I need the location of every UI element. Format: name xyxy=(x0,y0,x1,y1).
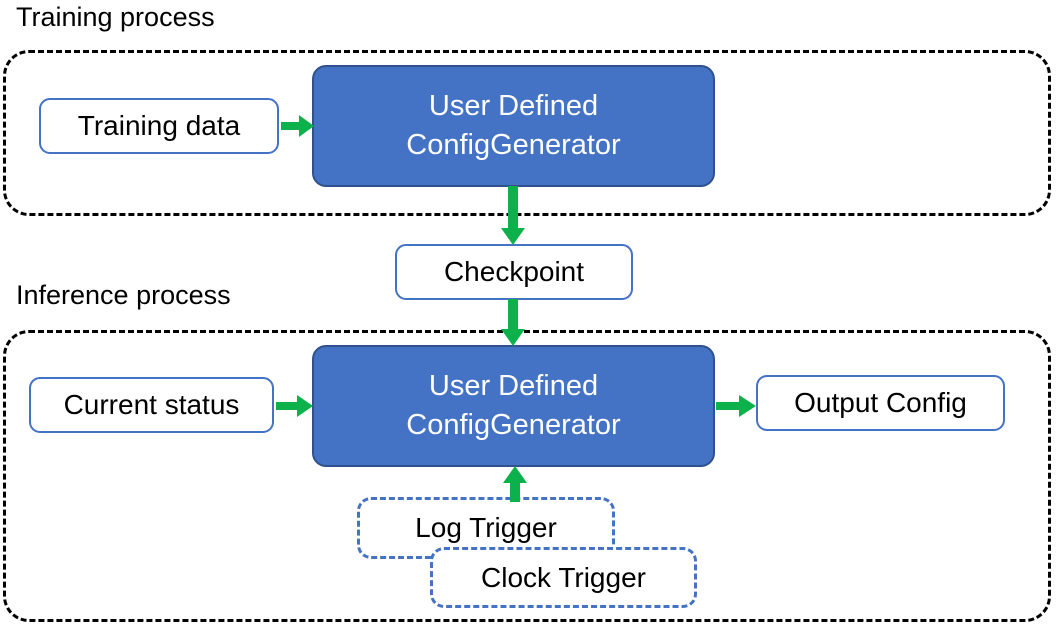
output-config-node[interactable]: Output Config xyxy=(756,375,1005,431)
arrow-checkpoint-to-generator xyxy=(499,299,527,347)
generator-inference-line1: User Defined xyxy=(428,370,599,403)
generator-training-line2: ConfigGenerator xyxy=(406,129,621,161)
current-status-node[interactable]: Current status xyxy=(29,377,274,433)
clock-trigger-node[interactable]: Clock Trigger xyxy=(430,547,697,608)
generator-training-line1: User Defined xyxy=(428,90,599,123)
generator-inference-line2: ConfigGenerator xyxy=(406,409,621,441)
training-data-node[interactable]: Training data xyxy=(39,98,279,154)
inference-process-container xyxy=(3,330,1051,622)
arrow-current-status-to-generator xyxy=(276,392,314,420)
arrow-log-trigger-to-generator xyxy=(501,466,529,502)
checkpoint-node[interactable]: Checkpoint xyxy=(395,244,633,300)
user-defined-config-generator-training[interactable]: User Defined ConfigGenerator xyxy=(312,65,715,187)
user-defined-config-generator-inference[interactable]: User Defined ConfigGenerator xyxy=(312,345,715,467)
inference-process-title: Inference process xyxy=(16,280,231,310)
arrow-generator-to-output-config xyxy=(716,392,757,420)
training-process-title: Training process xyxy=(16,2,215,32)
arrow-generator-to-checkpoint xyxy=(499,186,527,246)
training-process-container xyxy=(3,50,1051,216)
arrow-training-data-to-generator xyxy=(281,112,315,140)
